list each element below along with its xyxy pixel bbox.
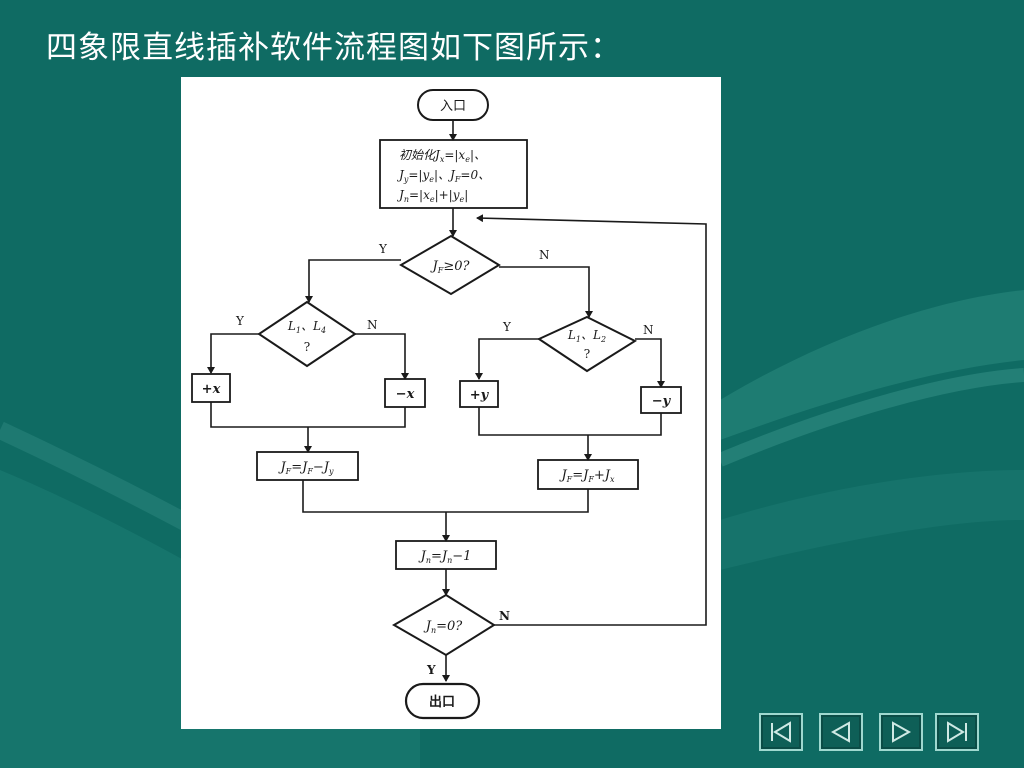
step-minus-y-box: [640, 386, 682, 414]
decision-jn-label: Jn=0?: [423, 619, 464, 635]
start-label: 入口: [440, 99, 466, 114]
branch-label-no: N: [499, 609, 510, 623]
flowchart-connectors: [207, 120, 707, 682]
next-slide-button[interactable]: [879, 713, 923, 751]
first-page-icon: [771, 721, 791, 743]
end-label: 出口: [429, 694, 455, 710]
last-slide-button[interactable]: [935, 713, 979, 751]
flowchart-figure: 入口 初始化Jx=|xe|、 Jy=|ye|、JF=0、 Jn=|xe|+|ye…: [181, 77, 721, 729]
branch-label-no: N: [367, 318, 378, 332]
end-terminator: [404, 682, 481, 720]
slide-title: 四象限直线插补软件流程图如下图所示：: [46, 30, 622, 66]
next-page-icon: [892, 721, 912, 743]
decision-l14-question: ?: [304, 340, 310, 354]
step-plus-y-label: +y: [470, 388, 490, 403]
branch-label-yes: Y: [426, 663, 436, 677]
previous-page-icon: [830, 721, 850, 743]
decision-l14-label: L1、L4: [287, 319, 326, 335]
update-jf-plus-jx-label: JF=JF+Jx: [558, 468, 615, 484]
decrement-jn-box: [395, 540, 497, 570]
decision-quadrant-l1-l2: [536, 315, 638, 373]
decision-l12-label: L1、L2: [567, 328, 606, 344]
start-terminator: [417, 89, 489, 121]
decision-jn-zero: [391, 593, 496, 657]
update-jf-minus-jy-label: JF=JF−Jy: [277, 460, 334, 476]
step-minus-x-box: [384, 378, 426, 408]
init-line-2: Jy=|ye|、JF=0、: [396, 168, 490, 184]
branch-label-yes: Y: [378, 242, 388, 256]
step-plus-x-label: +x: [202, 382, 221, 397]
flowchart-diagram: 入口 初始化Jx=|xe|、 Jy=|ye|、JF=0、 Jn=|xe|+|ye…: [191, 89, 707, 720]
update-jf-minus-jy-box: [256, 451, 359, 481]
init-line-1: 初始化Jx=|xe|、: [399, 148, 486, 164]
branch-label-no: N: [643, 323, 654, 337]
first-slide-button[interactable]: [759, 713, 803, 751]
branch-label-yes: Y: [502, 320, 512, 334]
init-line-3: Jn=|xe|+|ye|: [396, 188, 468, 204]
decrement-jn-label: Jn=Jn−1: [418, 549, 472, 565]
update-jf-plus-jx-box: [537, 459, 639, 490]
step-minus-x-label: −x: [396, 387, 415, 402]
decision-jf-label: JF≥0?: [430, 259, 471, 275]
decision-jf-nonnegative: [399, 234, 501, 296]
init-box: [379, 139, 528, 209]
step-minus-y-label: −y: [652, 394, 672, 409]
branch-label-no: N: [539, 248, 550, 262]
decision-l12-question: ?: [584, 347, 590, 361]
previous-slide-button[interactable]: [819, 713, 863, 751]
last-page-icon: [947, 721, 967, 743]
step-plus-x-box: [191, 373, 231, 403]
step-plus-y-box: [459, 380, 499, 408]
branch-label-yes: Y: [235, 314, 245, 328]
decision-quadrant-l1-l4: [257, 300, 357, 368]
